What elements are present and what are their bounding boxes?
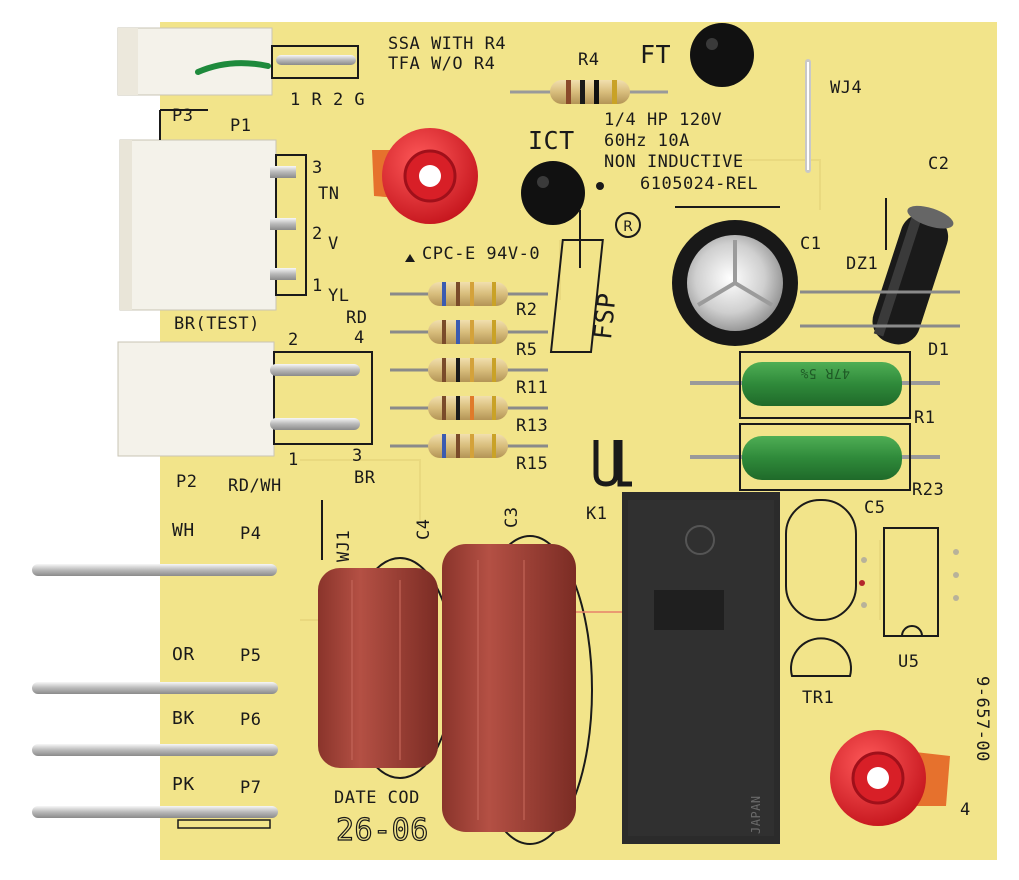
r13-label: R13 [516,416,549,436]
u5-outline [883,527,939,637]
tr1-outline [790,637,852,677]
wj4-label: WJ4 [830,78,863,98]
p1-pin1: 1 [312,276,323,296]
resistor-array [390,282,548,458]
spade-terminals [32,564,278,829]
date-code-label: DATE COD [334,788,420,808]
rating-line-2: 60Hz 10A [604,131,690,151]
p5-label: P5 [240,646,262,666]
or-label: OR [172,644,195,665]
r4-resistor [510,80,668,104]
r5-label: R5 [516,340,538,360]
part-number: 6105024-REL [640,174,759,194]
test-point-bottom [830,730,950,826]
c3-label: C3 [502,506,522,528]
tr1-label: TR1 [802,688,835,708]
fsp-label: FSP [588,291,622,341]
rd-label: RD [346,308,368,328]
r23-label: R23 [912,480,945,500]
ft-sensor [690,23,754,87]
p3-connector [117,27,359,96]
c5-label: C5 [864,498,886,518]
c4-label: C4 [414,518,434,540]
dz1-label: DZ1 [846,254,879,274]
r2-label: R2 [516,300,538,320]
c4-capacitor [318,557,455,779]
r4-label: R4 [578,50,600,70]
pin4-right-label: 4 [960,800,971,820]
p2-pin4: 4 [354,328,365,348]
br-test-label: BR(TEST) [174,314,260,334]
c2-capacitor [872,205,954,345]
p1-pin3: 3 [312,158,323,178]
ict-label: ICT [528,126,575,155]
p2-pin1: 1 [288,450,299,470]
p1-connector [119,109,307,311]
p6-label: P6 [240,710,262,730]
p1-label: P1 [230,116,252,136]
p1-yl: YL [328,286,350,306]
r1-resistor [690,351,940,419]
p3-pin-labels: 1 R 2 G [290,90,366,110]
p3-label: P3 [172,106,194,126]
r11-label: R11 [516,378,549,398]
p2-label: P2 [176,472,198,492]
note-line-1: SSA WITH R4 [388,34,507,54]
bk-label: BK [172,708,195,729]
c5-outline [785,499,857,621]
d1-label: D1 [928,340,950,360]
p1-tn: TN [318,184,340,204]
p4-label: P4 [240,524,262,544]
k1-relay [622,492,780,844]
p1-pin2: 2 [312,224,323,244]
ul-mark [593,440,632,487]
svg-text:R: R [623,219,633,235]
wh-label: WH [172,520,195,541]
p2-pin3: 3 [352,446,363,466]
r1-value: 47R 5% [800,365,850,380]
side-code: 9-657-00 [972,676,992,762]
p2-connector [117,341,373,457]
r1-label: R1 [914,408,936,428]
pk-label: PK [172,774,195,795]
c3-capacitor [442,535,593,845]
k1-label: K1 [586,504,608,524]
p2-pin2: 2 [288,330,299,350]
r23-resistor [690,423,940,491]
cpc-label: CPC-E 94V-0 [422,244,541,264]
ft-label: FT [640,40,672,69]
u5-label: U5 [898,652,920,672]
rating-line-3: NON INDUCTIVE [604,152,744,172]
ict-sensor [521,161,585,225]
rd-wh-label: RD/WH [228,476,282,496]
c1-capacitor [672,220,798,346]
rating-line-1: 1/4 HP 120V [604,110,723,130]
r15-label: R15 [516,454,549,474]
wj1-label: WJ1 [334,529,354,562]
br-label: BR [354,468,376,488]
test-point-top [372,128,478,224]
date-code-value: 26-06 [335,813,429,848]
fsp-box [549,239,604,353]
relay-marking: JAPAN [749,795,763,834]
c1-label: C1 [800,234,822,254]
p7-label: P7 [240,778,262,798]
note-line-2: TFA W/O R4 [388,54,496,74]
p1-v: V [328,234,339,254]
c2-label: C2 [928,154,950,174]
